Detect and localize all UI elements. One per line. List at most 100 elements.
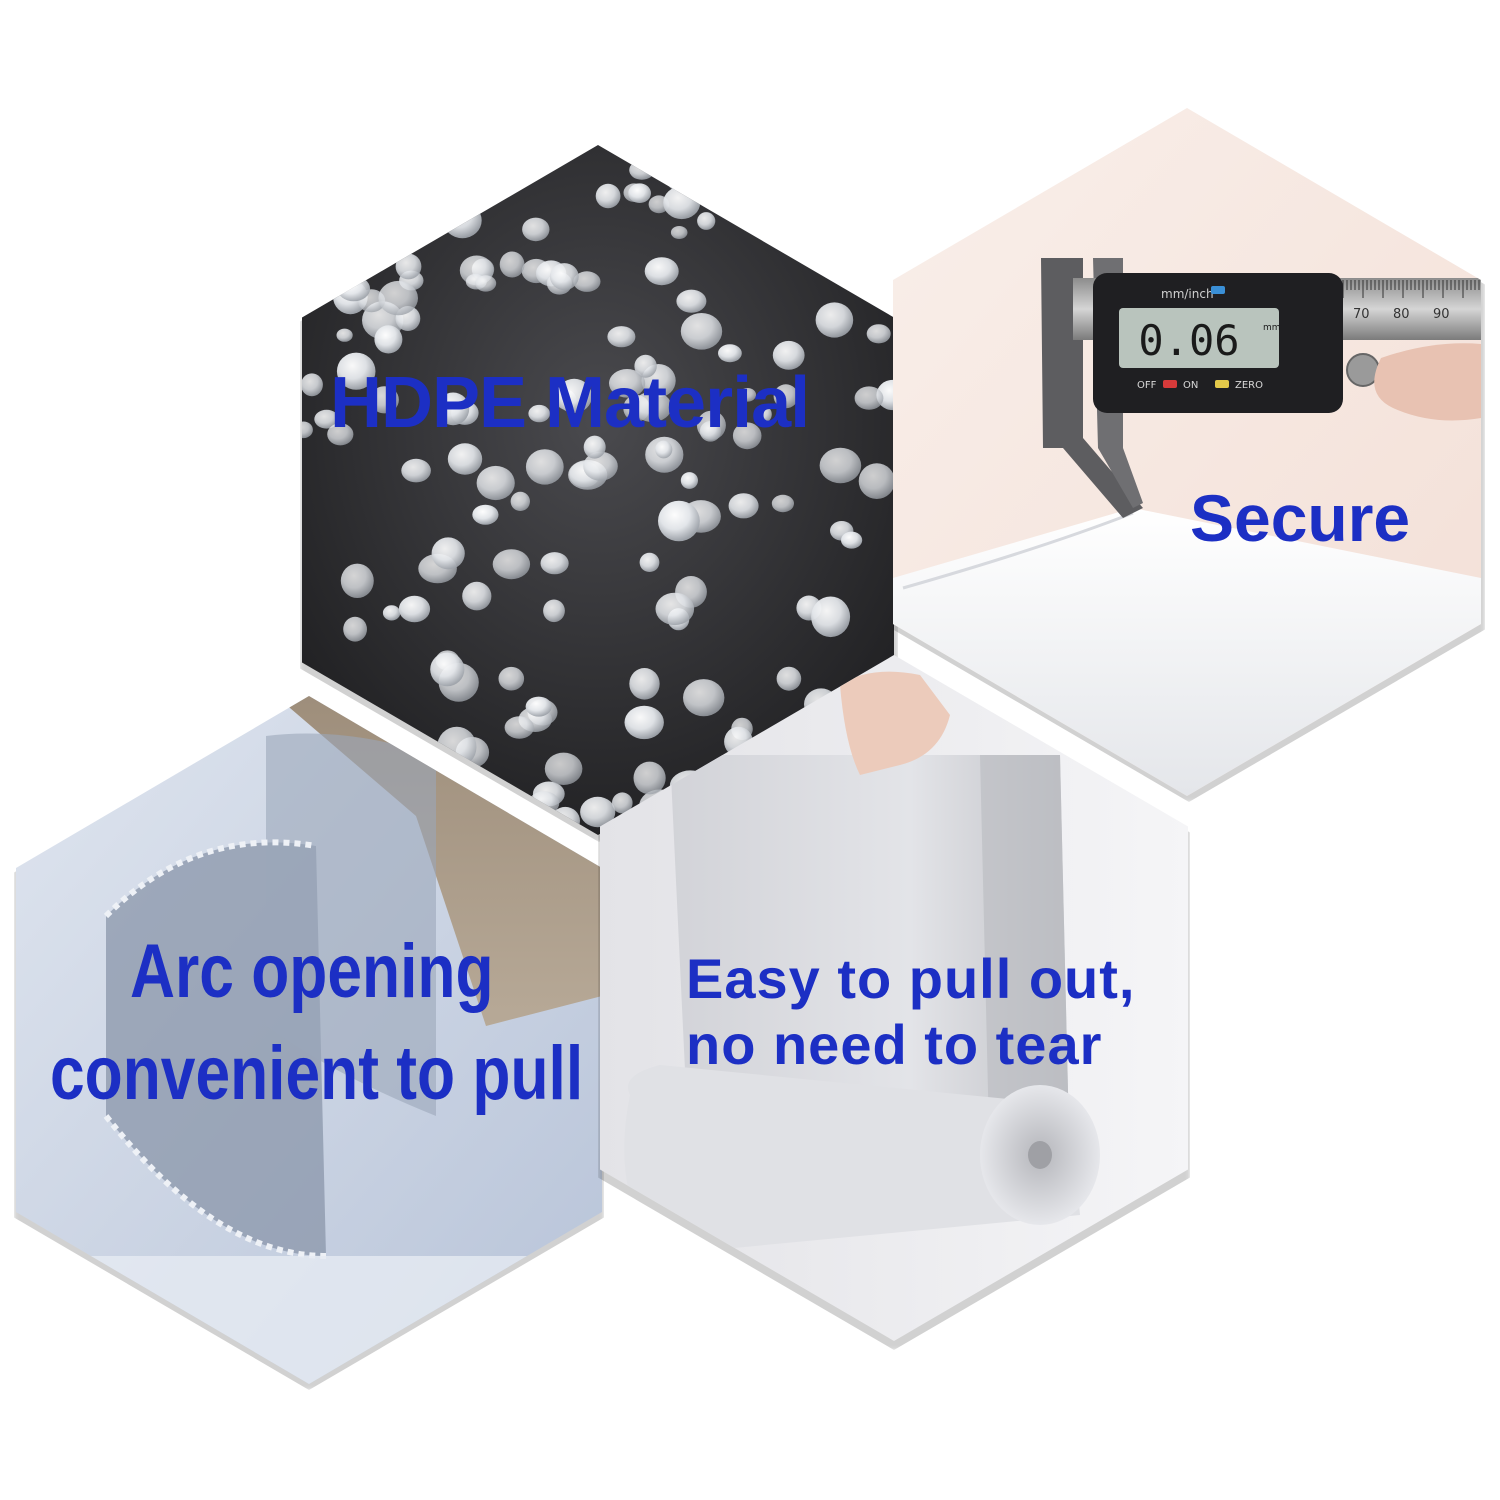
pellet bbox=[748, 148, 775, 168]
pellet bbox=[336, 352, 376, 390]
pellet bbox=[443, 202, 482, 239]
pellet bbox=[697, 212, 716, 230]
pellet bbox=[398, 595, 431, 623]
pellet bbox=[683, 679, 725, 717]
pellet bbox=[739, 388, 757, 402]
unit-toggle-label: mm/inch bbox=[1161, 287, 1214, 301]
reading-unit: mm bbox=[1263, 323, 1281, 333]
pellet bbox=[663, 186, 701, 220]
pellet bbox=[573, 271, 601, 292]
pellet bbox=[705, 148, 746, 188]
pellet bbox=[773, 384, 799, 409]
pellet bbox=[522, 217, 550, 242]
pellet bbox=[629, 160, 655, 180]
pellet bbox=[670, 226, 688, 239]
arc-opening-label-line2: convenient to pull bbox=[50, 1031, 584, 1116]
pellet bbox=[841, 531, 863, 549]
pellet bbox=[819, 447, 862, 484]
pellet bbox=[528, 404, 550, 423]
pellet bbox=[472, 504, 499, 525]
pellet bbox=[462, 581, 492, 611]
pellet bbox=[633, 391, 672, 422]
pellet bbox=[737, 194, 755, 212]
pellet bbox=[609, 369, 646, 398]
pellet bbox=[386, 165, 424, 196]
pellet bbox=[854, 386, 884, 410]
zero-button-label: ZERO bbox=[1235, 380, 1263, 391]
lcd-screen bbox=[1119, 308, 1279, 368]
pellet bbox=[553, 145, 576, 157]
scale-number: 80 bbox=[1393, 307, 1410, 322]
pellet bbox=[369, 386, 399, 414]
pellet bbox=[708, 167, 732, 186]
bag-sheet bbox=[670, 755, 1070, 1175]
pellet bbox=[447, 443, 483, 475]
pellet bbox=[499, 251, 525, 278]
pellet bbox=[543, 599, 565, 623]
pellet bbox=[583, 435, 606, 459]
pellet bbox=[430, 652, 465, 687]
pellet bbox=[437, 392, 470, 426]
pellet bbox=[302, 421, 313, 439]
pellet bbox=[492, 549, 531, 580]
pellet bbox=[302, 373, 323, 397]
pellet bbox=[633, 761, 666, 795]
zero-button bbox=[1215, 380, 1229, 388]
pellet bbox=[382, 605, 401, 621]
caliper-jaw bbox=[1041, 258, 1143, 518]
pellet bbox=[728, 493, 759, 519]
pellet bbox=[866, 324, 891, 344]
pellet bbox=[337, 276, 371, 302]
pellet bbox=[676, 289, 707, 313]
pellet bbox=[718, 344, 742, 363]
easy-pull-label-line2: no need to tear bbox=[686, 1013, 1103, 1076]
pellet bbox=[378, 280, 418, 316]
pellet bbox=[655, 592, 695, 626]
secure-label: Secure bbox=[1190, 481, 1411, 555]
easy-pull-label-line1: Easy to pull out, bbox=[686, 947, 1136, 1010]
pellet bbox=[476, 465, 515, 501]
secure-tile: 70 80 90 mm/inch 0.06 mm OFF ON ZERO bbox=[893, 108, 1481, 796]
pellet bbox=[595, 183, 621, 209]
pellet bbox=[340, 563, 374, 598]
thumb-wheel bbox=[1346, 353, 1380, 387]
scale-number: 90 bbox=[1433, 307, 1450, 322]
pellet bbox=[629, 668, 660, 700]
pellet bbox=[580, 796, 616, 828]
pellet bbox=[876, 379, 894, 411]
finger-shape bbox=[1374, 343, 1481, 421]
pellet bbox=[475, 275, 497, 292]
pellet bbox=[634, 354, 657, 378]
pellet bbox=[583, 451, 618, 481]
pellet bbox=[374, 325, 403, 354]
pellet bbox=[815, 302, 854, 338]
pellet bbox=[776, 666, 802, 691]
pellet bbox=[858, 463, 894, 500]
pellet bbox=[336, 328, 353, 342]
pellet bbox=[544, 752, 583, 785]
pellet bbox=[811, 596, 851, 638]
pellet bbox=[510, 491, 530, 511]
pellet bbox=[771, 494, 794, 513]
pellet bbox=[655, 440, 673, 459]
hdpe-material-label: HDPE Material bbox=[330, 363, 810, 443]
pellet bbox=[327, 423, 354, 446]
pellet bbox=[314, 409, 339, 429]
pellet bbox=[732, 422, 762, 450]
pellet bbox=[466, 149, 504, 178]
pellet bbox=[628, 183, 651, 203]
unit-button bbox=[1211, 286, 1225, 294]
off-button-label: OFF bbox=[1137, 380, 1157, 391]
pellet bbox=[335, 183, 356, 200]
pellet bbox=[680, 472, 698, 489]
pellet bbox=[525, 449, 564, 485]
caliper-reading: 0.06 bbox=[1138, 316, 1239, 365]
pellet bbox=[699, 421, 721, 442]
pellet bbox=[549, 263, 579, 291]
pellet bbox=[540, 552, 569, 575]
bag-roll bbox=[624, 1065, 1080, 1255]
pellet bbox=[665, 164, 700, 192]
pellet bbox=[639, 552, 660, 572]
arc-opening-label-line1: Arc opening bbox=[130, 929, 494, 1014]
